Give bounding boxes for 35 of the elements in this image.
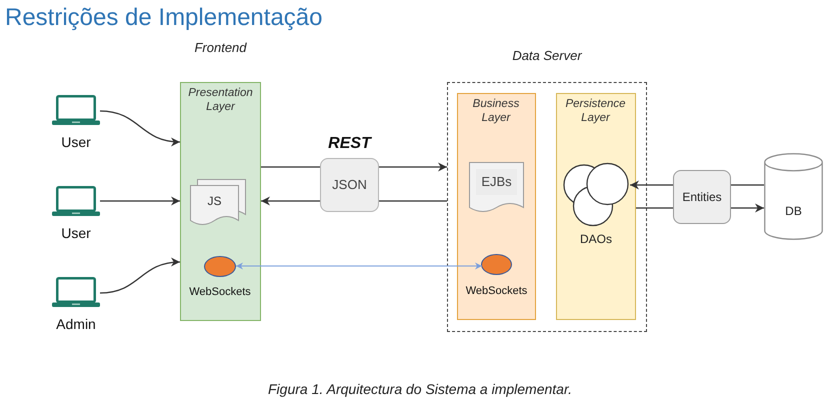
- title: Restrições de Implementação: [5, 3, 322, 33]
- node-label: DB: [785, 203, 802, 219]
- node-label: EJBs: [481, 174, 512, 190]
- connector-line: [261, 166, 320, 168]
- group-title: Frontend: [194, 40, 247, 56]
- figure-caption: Figura 1. Arquitectura do Sistema a implementar.: [268, 380, 572, 398]
- connector-line: [636, 207, 673, 209]
- layer-panel: [556, 92, 636, 320]
- connector-line: [379, 200, 447, 202]
- layer-title: Presentation Layer: [187, 86, 254, 114]
- arrow: [100, 110, 180, 146]
- layer-title: Persistence Layer: [564, 96, 627, 124]
- arrow: [261, 196, 320, 206]
- node-label: WebSockets: [466, 284, 528, 298]
- node-label: Admin: [56, 316, 96, 332]
- protocol-label: REST: [328, 134, 371, 154]
- node-label: User: [61, 225, 91, 241]
- arrow: [630, 180, 673, 190]
- arrow: [379, 162, 447, 172]
- layer-panel: [456, 92, 536, 320]
- database-cylinder: [764, 153, 823, 240]
- arrow: [731, 204, 764, 212]
- node-label: Entities: [682, 189, 722, 205]
- double-arrow: [236, 262, 482, 270]
- entity-box: [673, 170, 731, 224]
- arrow: [100, 258, 180, 294]
- group-title: Data Server: [512, 48, 582, 64]
- node-label: JSON: [332, 177, 367, 193]
- node-label: DAOs: [580, 231, 612, 247]
- arrow: [100, 196, 180, 206]
- connector-line: [731, 184, 764, 186]
- node-label: User: [61, 134, 91, 150]
- layer-title: Business Layer: [472, 96, 520, 124]
- node-label: JS: [207, 193, 222, 209]
- node-label: WebSockets: [189, 285, 251, 299]
